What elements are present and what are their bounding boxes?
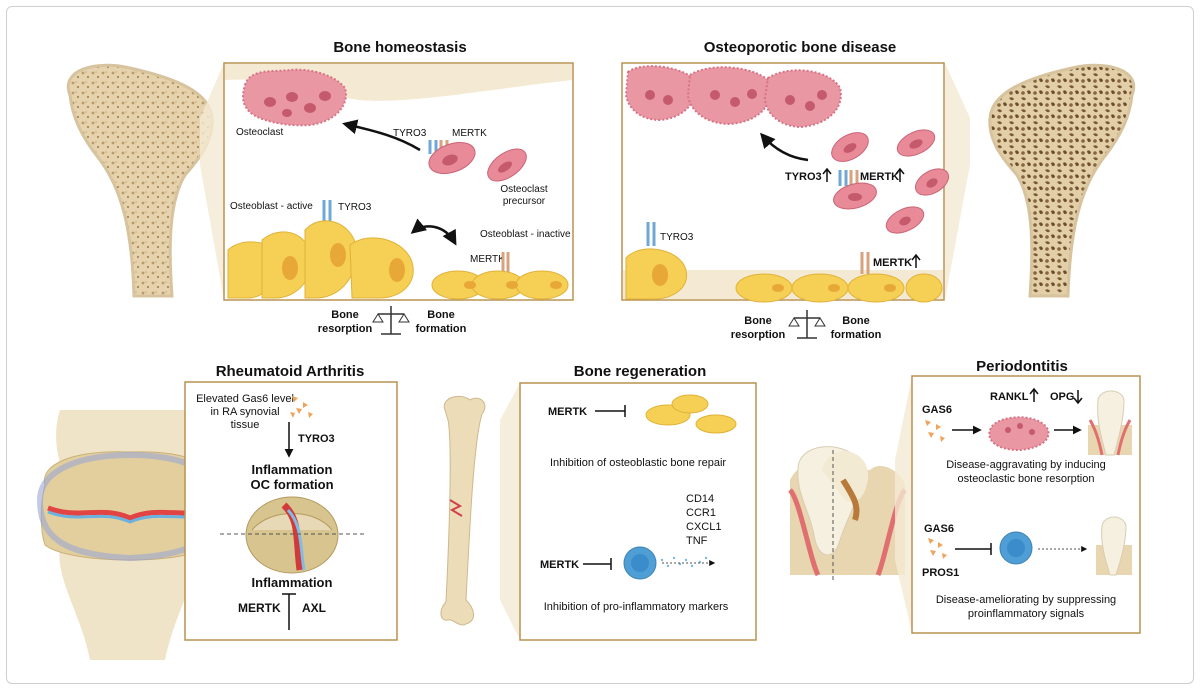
marker-cxcl1: CXCL1 — [686, 521, 721, 533]
precursor-label-1: Osteoclast — [500, 184, 547, 195]
marker-tnf: TNF — [686, 535, 708, 547]
osteoblast-inactive-label: Osteoblast - inactive — [480, 229, 571, 240]
ra-title: Rheumatoid Arthritis — [216, 363, 365, 380]
inflammation-label-2: Inflammation — [252, 575, 333, 590]
formation-label-1: Bone — [842, 315, 870, 327]
formation-label-1: Bone — [427, 309, 455, 321]
periodontitis-title: Periodontitis — [976, 358, 1068, 375]
knee-joint-illustration — [36, 410, 224, 660]
up-arrow-icon — [911, 253, 921, 268]
formation-label-2: formation — [831, 329, 882, 341]
tooth-periodontitis-illustration — [787, 446, 908, 582]
resorption-label-1: Bone — [331, 309, 359, 321]
panel-osteoporotic: Osteoporotic bone disease TYRO3 MERTK — [621, 39, 1136, 341]
mertk-label: MERTK — [238, 601, 281, 615]
inhibition-bar — [595, 405, 626, 417]
osteoclast-icon — [988, 416, 1050, 452]
gas6-triangles-icon — [925, 420, 945, 442]
osteoclast-precursors — [831, 129, 950, 234]
balance-scale-icon — [788, 310, 826, 339]
formation-label-2: formation — [416, 323, 467, 335]
inactive-osteoblasts — [735, 273, 943, 303]
opg-label: OPG — [1050, 391, 1074, 403]
gas6-label-2: in RA synovial — [210, 406, 279, 418]
zoom-wedge — [200, 63, 224, 300]
precursor-label-2: precursor — [503, 196, 546, 207]
joint-cross-section-icon — [220, 496, 365, 574]
femur-healthy-illustration — [66, 63, 214, 298]
gas6-triangles-icon — [290, 396, 313, 418]
inhibition-bar — [282, 593, 296, 630]
oc-formation-label: OC formation — [250, 477, 333, 492]
tyro3-osteoblast-label: TYRO3 — [660, 232, 694, 243]
osteoporotic-title: Osteoporotic bone disease — [704, 39, 897, 56]
mertk-up-label: MERTK — [860, 171, 899, 183]
gas6-label-1: GAS6 — [922, 404, 952, 416]
tyro3-label: TYRO3 — [393, 128, 427, 139]
caption-ameliorating-2: proinflammatory signals — [968, 608, 1085, 620]
gas6-label-3: tissue — [231, 419, 260, 431]
zoom-wedge — [945, 63, 970, 300]
resorption-label-1: Bone — [744, 315, 772, 327]
panel-periodontitis: Periodontitis RANKL OPG GAS6 D — [787, 358, 1141, 634]
differentiation-arrow — [342, 119, 421, 152]
gas6-label-2: GAS6 — [924, 523, 954, 535]
zoom-wedge — [500, 383, 520, 640]
panel-rheumatoid-arthritis: Rheumatoid Arthritis Elevated Gas6 level… — [36, 363, 398, 660]
axl-label: AXL — [302, 601, 326, 615]
resorption-label-2: resorption — [318, 323, 373, 335]
inhibition-bar — [583, 558, 612, 570]
rankl-label: RANKL — [990, 391, 1029, 403]
caption-proinflammatory: Inhibition of pro-inflammatory markers — [544, 601, 729, 613]
down-arrow-icon — [1073, 390, 1083, 405]
up-arrow-icon — [895, 167, 905, 182]
homeostasis-title: Bone homeostasis — [333, 39, 466, 56]
caption-aggravating-1: Disease-aggravating by inducing — [946, 459, 1106, 471]
pros1-label: PROS1 — [922, 567, 959, 579]
up-arrow-icon — [822, 167, 832, 182]
inflammation-label: Inflammation — [252, 462, 333, 477]
osteoclast-cell — [242, 68, 347, 127]
mertk-osteoblast-label: MERTK — [470, 254, 505, 265]
femur-porous-illustration — [988, 63, 1136, 298]
mertk-receptor-icon — [501, 252, 510, 274]
regeneration-title: Bone regeneration — [574, 363, 707, 380]
marker-ccr1: CCR1 — [686, 507, 716, 519]
mertk-receptor-icon — [860, 252, 870, 274]
tooth-bone-loss-icon — [1088, 390, 1132, 456]
osteoclast-label: Osteoclast — [236, 127, 283, 138]
balance-scale-icon — [372, 306, 410, 335]
mertk-b-label: MERTK — [873, 257, 912, 269]
gas6-triangles-icon — [928, 538, 947, 559]
caption-bone-repair: Inhibition of osteoblastic bone repair — [550, 457, 726, 469]
osteoblast-active-label: Osteoblast - active — [230, 201, 313, 212]
osteoclast-cluster — [624, 65, 842, 129]
up-arrow-icon — [1029, 387, 1039, 402]
mertk-label: MERTK — [452, 128, 487, 139]
gas6-label-1: Elevated Gas6 level — [196, 393, 294, 405]
panel-bone-regeneration: Bone regeneration MERTK Inhibition of os… — [440, 363, 757, 641]
tyro3-label: TYRO3 — [298, 433, 335, 445]
mertk-label-1: MERTK — [548, 406, 587, 418]
inhibition-bar — [955, 543, 992, 555]
activation-arrow — [410, 218, 457, 246]
caption-aggravating-2: osteoclastic bone resorption — [958, 473, 1095, 485]
tyro3-receptor-icon — [322, 200, 332, 222]
tyro3-up-label: TYRO3 — [785, 171, 822, 183]
mertk-label-2: MERTK — [540, 559, 579, 571]
caption-ameliorating-1: Disease-ameliorating by suppressing — [936, 594, 1116, 606]
long-bone-fracture-illustration — [440, 395, 486, 626]
marker-cd14: CD14 — [686, 493, 714, 505]
zoom-wedge — [895, 376, 912, 633]
inactive-osteoblasts — [431, 270, 569, 300]
panel-bone-homeostasis: Bone homeostasis Osteoclast TYRO3 MERTK … — [66, 39, 574, 335]
tooth-healthy-icon — [1096, 516, 1132, 576]
active-osteoblasts — [227, 220, 414, 299]
osteoblast-cluster — [645, 394, 737, 434]
tyro3-osteoblast-label: TYRO3 — [338, 202, 372, 213]
tyro3-receptor-icon — [646, 222, 656, 246]
differentiation-arrow — [760, 132, 809, 162]
resorption-label-2: resorption — [731, 329, 786, 341]
